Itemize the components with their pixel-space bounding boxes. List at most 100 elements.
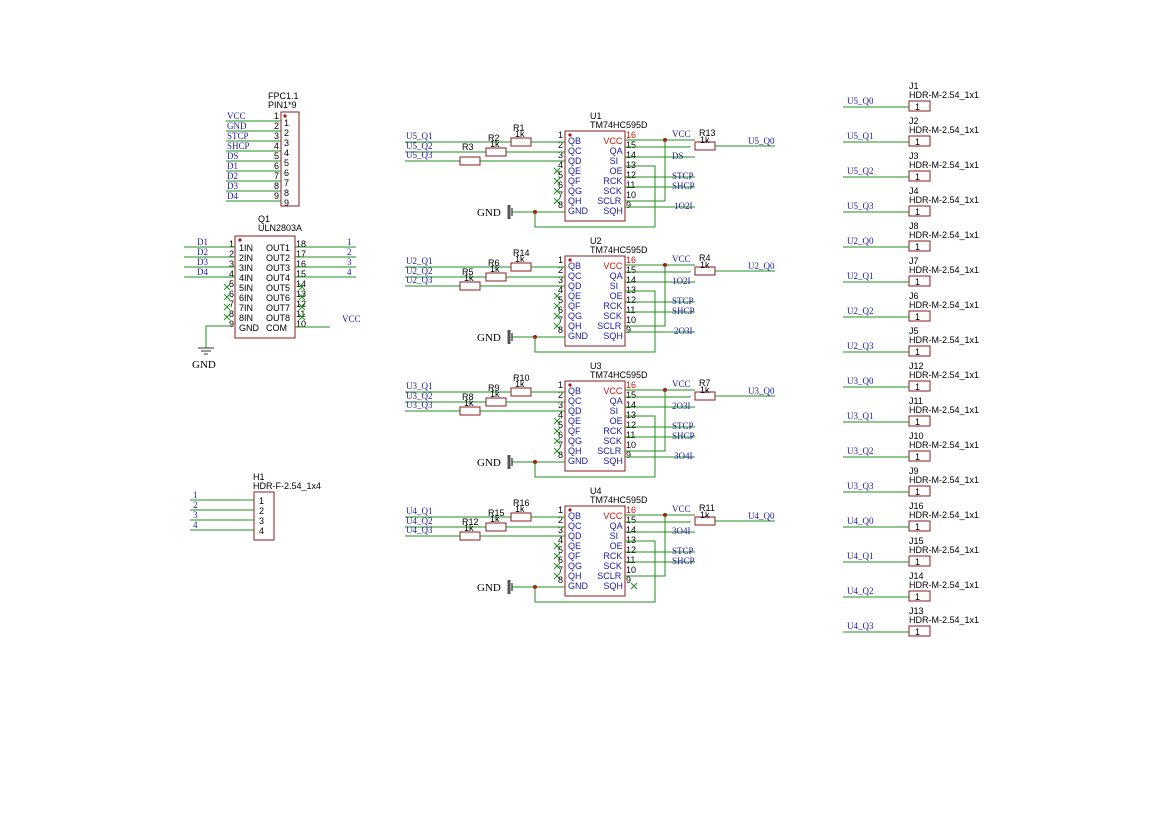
uln-right-pin-number: 13 — [296, 289, 306, 299]
output-resistor-ref: R13 — [699, 128, 716, 138]
chip-right-pin-name: OE — [610, 416, 623, 426]
chip-left-pin-name: QD — [568, 406, 582, 416]
fpc-net-label: D4 — [227, 191, 238, 201]
chip-right-pin-name: SCK — [603, 186, 622, 196]
resistor-value: 1k — [490, 514, 500, 524]
chip-left-pin-name: QC — [568, 396, 582, 406]
chip-right-pin-name: SCK — [603, 311, 622, 321]
ground-icon — [507, 330, 513, 344]
chip-left-pin-number: 2 — [558, 265, 563, 275]
chip-right-pin-name: VCC — [603, 136, 623, 146]
fpc-pin-number-inner: 4 — [284, 148, 289, 158]
chip-left-pin-number: 4 — [558, 285, 563, 295]
chip-left-pin-name: QF — [568, 176, 581, 186]
connector-body — [908, 415, 931, 427]
no-connect-icon — [553, 447, 561, 455]
chip-left-pin-number: 1 — [558, 130, 563, 140]
chip-left-pin-name: QH — [568, 446, 582, 456]
chip-left-pin-number: 5 — [558, 545, 563, 555]
fpc-pin-number-inner: 2 — [284, 128, 289, 138]
chip-left-pin-number: 2 — [558, 515, 563, 525]
chip-left-pin-number: 2 — [558, 390, 563, 400]
connector-ref: J3 — [909, 151, 919, 161]
chip-left-pin-number: 5 — [558, 170, 563, 180]
fpc-pin-number-outer: 3 — [274, 131, 279, 141]
stcp-net-label: STCP — [672, 421, 694, 431]
h1-pin-number: 4 — [259, 526, 264, 536]
chip-right-pin-name: QA — [610, 271, 623, 281]
chip-left-pin-name: QE — [568, 166, 581, 176]
connector-body — [908, 625, 931, 637]
chip-right-pin-name: SCK — [603, 436, 622, 446]
uln-left-pin-number: 1 — [229, 239, 234, 249]
chip-right-pin-name: SI — [610, 531, 619, 541]
shcp-net-label: SHCP — [672, 181, 695, 191]
connector-ref: J9 — [909, 466, 919, 476]
chip-value: TM74HC595D — [590, 495, 648, 505]
chip-right-pin-number: 11 — [626, 555, 635, 565]
uln-right-pin-name: OUT4 — [266, 273, 290, 283]
connector-column: J1HDR-M-2.54_1x11U5_Q0J2HDR-M-2.54_1x11U… — [843, 81, 979, 637]
connector-pin: 1 — [915, 242, 920, 252]
uln-left-pin-number: 6 — [229, 289, 234, 299]
chip-right-pin-number: 16 — [626, 505, 636, 515]
si-net-label: 3O4I — [672, 526, 691, 536]
chip-right-pin-name: SQH — [603, 331, 623, 341]
connector-net-label: U5_Q1 — [847, 131, 874, 141]
uln-right-pin-number: 14 — [296, 279, 306, 289]
connector-value: HDR-M-2.54_1x1 — [909, 265, 979, 275]
chip-left-pin-name: QD — [568, 531, 582, 541]
chip-right-pin-name: VCC — [603, 261, 623, 271]
connector-value: HDR-M-2.54_1x1 — [909, 335, 979, 345]
chip-left-pin-number: 7 — [558, 315, 563, 325]
uln-right-pin-number: 10 — [296, 319, 306, 329]
input-net-label: U3_Q1 — [406, 381, 433, 391]
uln-left-pin-number: 3 — [229, 259, 234, 269]
connector-pin: 1 — [915, 277, 920, 287]
oe-loop-wire — [534, 540, 656, 603]
input-net-label: U3_Q2 — [406, 391, 433, 401]
uln-left-pin-name: 5IN — [239, 283, 253, 293]
resistor-ref: R12 — [462, 517, 479, 527]
chip-left-pin-name: QF — [568, 551, 581, 561]
chip-right-pin-name: SCLR — [597, 321, 622, 331]
uln-left-pin-name: 2IN — [239, 253, 253, 263]
chip-right-pin-name: OE — [610, 541, 623, 551]
connector-pin: 1 — [915, 172, 920, 182]
no-connect-icon — [553, 417, 561, 425]
shcp-net-label: SHCP — [672, 306, 695, 316]
resistor-value: 1k — [515, 129, 525, 139]
chip-right-pin-name: QA — [610, 146, 623, 156]
fpc-net-label: D3 — [227, 181, 238, 191]
chip-right-pin-number: 13 — [626, 285, 636, 295]
connector-net-label: U2_Q0 — [847, 236, 874, 246]
chip-left-pin-number: 8 — [558, 575, 563, 585]
chip-right-pin-name: SQH — [603, 206, 623, 216]
connector-value: HDR-M-2.54_1x1 — [909, 90, 979, 100]
chip-right-pin-number: 10 — [626, 440, 636, 450]
uln-value: ULN2803A — [258, 223, 302, 233]
input-net-label: U4_Q3 — [406, 525, 433, 535]
chip-right-pin-number: 12 — [626, 170, 636, 180]
h1-pin-number: 3 — [259, 516, 264, 526]
connector-net-label: U4_Q2 — [847, 586, 874, 596]
chip-left-pin-number: 3 — [558, 525, 563, 535]
chip-right-pin-name: RCK — [603, 426, 622, 436]
pin1-dot-icon — [568, 133, 572, 137]
resistor-body — [510, 512, 532, 522]
chip-value: TM74HC595D — [590, 120, 648, 130]
input-net-label: U3_Q3 — [406, 400, 433, 410]
fpc-pin-number-inner: 1 — [284, 118, 289, 128]
connector-net-label: U2_Q1 — [847, 271, 874, 281]
chip-right-pin-number: 14 — [626, 275, 636, 285]
chip-body — [564, 505, 626, 597]
stcp-net-label: STCP — [672, 296, 694, 306]
si-net-label: DS — [672, 151, 684, 161]
resistor-body — [459, 281, 481, 291]
